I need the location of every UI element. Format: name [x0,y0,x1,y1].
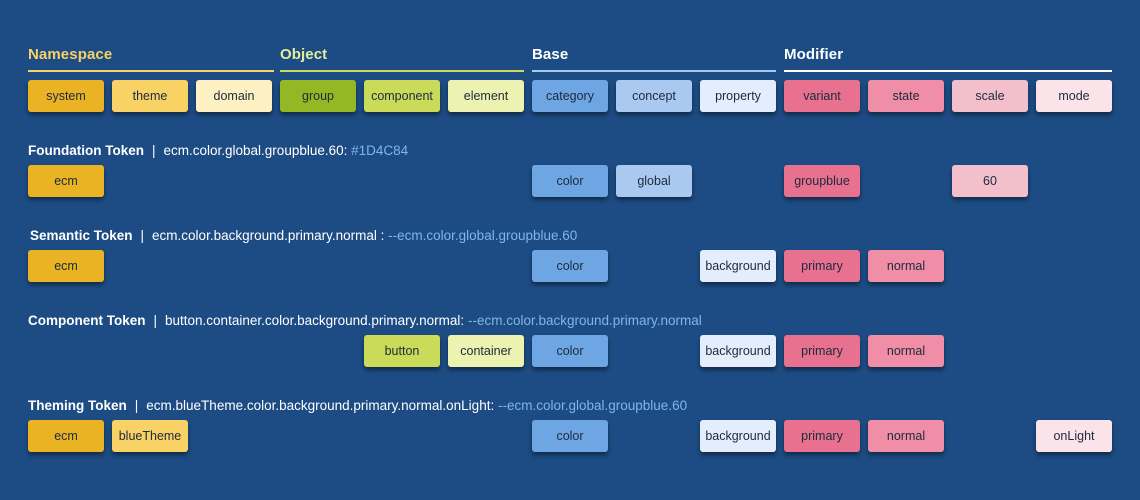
token-separator: | [151,143,156,158]
group-underline-2 [532,70,776,72]
token-chip-category: color [532,165,608,197]
token-chip-system: ecm [28,250,104,282]
group-title-0: Namespace [28,46,113,63]
legend-chip-scale: scale [952,80,1028,112]
legend-chip-state: state [868,80,944,112]
token-chip-theme: blueTheme [112,420,188,452]
token-chip-property: background [700,420,776,452]
token-reference: --ecm.color.background.primary.normal [467,313,702,328]
legend-chip-category: category [532,80,608,112]
token-chip-state: normal [868,250,944,282]
token-path: ecm.color.background.primary.normal : [152,228,385,243]
token-path: ecm.blueTheme.color.background.primary.n… [146,398,495,413]
token-chip-concept: global [616,165,692,197]
token-name: Semantic Token [30,228,133,243]
token-chip-system: ecm [28,420,104,452]
token-definition-0: Foundation Token | ecm.color.global.groupb… [28,143,408,158]
legend-chip-system: system [28,80,104,112]
token-separator: | [153,313,158,328]
group-underline-0 [28,70,274,72]
token-chip-variant: primary [784,250,860,282]
legend-chip-property: property [700,80,776,112]
legend-chip-domain: domain [196,80,272,112]
token-chip-state: normal [868,335,944,367]
token-chip-element: container [448,335,524,367]
token-separator: | [140,228,145,243]
legend-chip-group: group [280,80,356,112]
token-reference: --ecm.color.global.groupblue.60 [497,398,688,413]
legend-chip-mode: mode [1036,80,1112,112]
token-chip-category: color [532,335,608,367]
group-title-1: Object [280,46,328,63]
token-name: Foundation Token [28,143,144,158]
token-definition-2: Component Token | button.container.color.b… [28,313,702,328]
token-chip-component: button [364,335,440,367]
token-chip-category: color [532,250,608,282]
token-chip-variant: primary [784,420,860,452]
token-chip-property: background [700,250,776,282]
token-chip-property: background [700,335,776,367]
token-chip-scale: 60 [952,165,1028,197]
token-definition-1: Semantic Token | ecm.color.background.prim… [30,228,577,243]
token-separator: | [134,398,139,413]
legend-chip-component: component [364,80,440,112]
token-reference: #1D4C84 [351,143,409,158]
token-path: ecm.color.global.groupblue.60: [163,143,348,158]
token-reference: --ecm.color.global.groupblue.60 [388,228,578,243]
group-title-3: Modifier [784,46,844,63]
legend-chip-element: element [448,80,524,112]
token-name: Theming Token [28,398,127,413]
token-chip-system: ecm [28,165,104,197]
token-chip-state: normal [868,420,944,452]
token-name: Component Token [28,313,146,328]
group-underline-3 [784,70,1112,72]
group-underline-1 [280,70,524,72]
legend-chip-concept: concept [616,80,692,112]
legend-chip-theme: theme [112,80,188,112]
token-chip-variant: primary [784,335,860,367]
token-chip-mode: onLight [1036,420,1112,452]
legend-chip-variant: variant [784,80,860,112]
group-title-2: Base [532,46,569,63]
token-path: button.container.color.background.primar… [165,313,465,328]
token-definition-3: Theming Token | ecm.blueTheme.color.backgr… [28,398,687,413]
token-chip-variant: groupblue [784,165,860,197]
token-chip-category: color [532,420,608,452]
